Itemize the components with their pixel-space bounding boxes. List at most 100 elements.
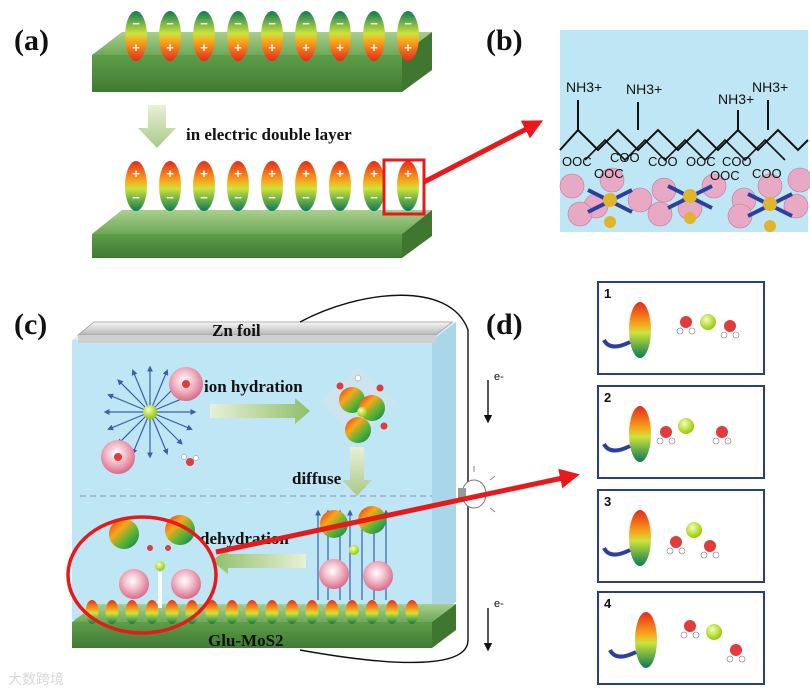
- surface-ion: [365, 600, 379, 624]
- polar-ion: −+: [159, 11, 181, 61]
- panel-d-label: (d): [486, 308, 523, 341]
- svg-text:+: +: [302, 166, 310, 181]
- hydration-arrow: [210, 398, 310, 424]
- mo-site: [587, 188, 633, 228]
- deposition-highlight: [66, 515, 218, 635]
- glu-mos2-label: Glu-MoS2: [208, 631, 284, 650]
- glu-chain: [608, 648, 637, 659]
- svg-text:−: −: [302, 190, 310, 205]
- electrolyte-side-face: [432, 322, 456, 620]
- polar-ion: +−: [261, 161, 283, 211]
- step-diffuse: diffuse: [292, 469, 342, 488]
- top-ion-row: −+−+−+−+−+−+−+−+−+: [125, 11, 419, 61]
- svg-text:−: −: [200, 16, 208, 31]
- mos2-substrate: [559, 167, 810, 232]
- svg-text:+: +: [132, 166, 140, 181]
- carboxyl-label: COO: [648, 154, 678, 169]
- down-arrow: [138, 105, 176, 148]
- light-bulb-icon: [458, 466, 496, 513]
- glu-ion: [629, 510, 651, 566]
- surface-ion: [105, 600, 119, 624]
- zn-ion: [143, 405, 157, 419]
- field-arrow: [131, 411, 151, 455]
- zoom-arrow-a-to-b: [422, 120, 544, 185]
- sulfur-atom: [647, 201, 673, 227]
- svg-text:−: −: [234, 190, 242, 205]
- electron-label-top: e-: [494, 371, 504, 383]
- carboxyl-label: OOC: [686, 154, 716, 169]
- water-molecule: [660, 426, 672, 438]
- frame-number: 2: [604, 390, 611, 405]
- glu-chain: [602, 546, 631, 557]
- field-arrow: [131, 369, 151, 413]
- surface-ion: [265, 600, 279, 624]
- surface-ion: [245, 600, 259, 624]
- polar-ion: +−: [329, 161, 351, 211]
- field-arrow: [117, 411, 151, 445]
- surface-ion: [165, 600, 179, 624]
- carboxyl-groups: OOC COO OOC OOC COO OOC COO COO: [562, 150, 782, 183]
- sulfur-atom: [787, 167, 810, 193]
- water-molecule: [181, 454, 199, 466]
- polar-ion: −+: [295, 11, 317, 61]
- glu-ion: [629, 302, 651, 358]
- water-molecule: [670, 536, 682, 548]
- svg-text:+: +: [370, 166, 378, 181]
- svg-text:−: −: [166, 190, 174, 205]
- panel-a: (a) −+−+−+−+−+−+−+−+−+ in electric doubl…: [14, 11, 432, 258]
- polar-ion: +−: [193, 161, 215, 211]
- deposition-cluster: [109, 515, 201, 608]
- mechanism-frame: 2: [597, 385, 765, 479]
- sulfur-atom: [567, 201, 593, 227]
- svg-text:+: +: [166, 40, 174, 55]
- glu-ion: [629, 406, 651, 462]
- panel-b: (b) NH3+ NH3+ NH3+ NH3+ OOC COO OOC OOC …: [486, 24, 810, 232]
- surface-ion: [145, 600, 159, 624]
- polar-ion: −+: [363, 11, 385, 61]
- svg-text:+: +: [336, 40, 344, 55]
- svg-text:+: +: [166, 166, 174, 181]
- sulfur-atom: [559, 173, 585, 199]
- polar-ion: +−: [227, 161, 249, 211]
- mechanism-frame: 4: [597, 591, 765, 685]
- svg-text:−: −: [404, 16, 412, 31]
- sulfur-atom: [599, 167, 625, 193]
- mechanism-frame: 3: [597, 489, 765, 583]
- water-molecule: [680, 316, 692, 328]
- mo-site: [747, 192, 793, 232]
- glu-backbone-2: [584, 138, 786, 162]
- water-molecule: [716, 426, 728, 438]
- glu-chain: [602, 442, 631, 453]
- svg-text:+: +: [132, 40, 140, 55]
- surface-ion: [325, 600, 339, 624]
- watermark: 大数跨境: [8, 671, 64, 687]
- surface-ion: [305, 600, 319, 624]
- amine-label: NH3+: [752, 79, 788, 95]
- svg-text:−: −: [268, 190, 276, 205]
- svg-text:−: −: [370, 190, 378, 205]
- polar-ion: +−: [363, 161, 385, 211]
- polar-ion: +−: [159, 161, 181, 211]
- electron-label-bottom: e-: [494, 598, 504, 610]
- svg-text:−: −: [336, 190, 344, 205]
- carboxyl-label: OOC: [710, 168, 740, 183]
- water-molecule: [704, 540, 716, 552]
- polar-ion: +−: [125, 161, 147, 211]
- field-arrow: [107, 393, 151, 413]
- carboxyl-label: COO: [752, 166, 782, 181]
- surface-ion: [225, 600, 239, 624]
- field-arrow: [117, 379, 151, 413]
- polar-ion: −+: [193, 11, 215, 61]
- surface-ion: [205, 600, 219, 624]
- highlight-box: [382, 158, 426, 216]
- svg-text:−: −: [234, 16, 242, 31]
- svg-text:+: +: [234, 166, 242, 181]
- svg-text:+: +: [370, 40, 378, 55]
- zn-ion: [686, 522, 702, 538]
- amine-groups: NH3+ NH3+ NH3+ NH3+: [566, 79, 788, 107]
- svg-text:−: −: [336, 16, 344, 31]
- amine-label: NH3+: [626, 81, 662, 97]
